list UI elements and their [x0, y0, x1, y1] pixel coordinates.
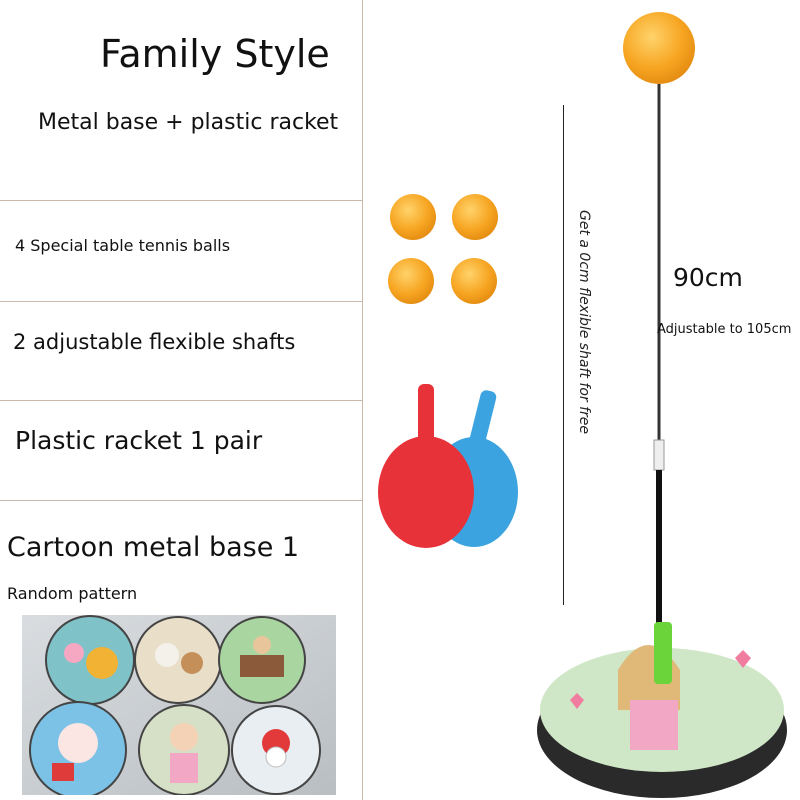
subtitle: Metal base + plastic racket — [38, 110, 339, 135]
divider — [0, 301, 362, 302]
page-title: Family Style — [100, 32, 330, 76]
adjustable-label: Adjustable to 105cm — [657, 322, 792, 337]
red-racket-icon — [378, 384, 474, 548]
length-label: 90cm — [673, 263, 743, 292]
flexible-shaft-icon — [653, 84, 665, 630]
pattern-winnie-icon — [45, 615, 135, 705]
top-ball-icon — [623, 12, 695, 84]
base-patterns-image — [22, 615, 336, 795]
pattern-animals-icon — [134, 616, 222, 704]
item-shafts: 2 adjustable flexible shafts — [13, 330, 296, 354]
item-base: Cartoon metal base 1 — [7, 532, 300, 563]
balls-image — [388, 194, 498, 304]
rackets-image — [378, 384, 518, 548]
pattern-girl-icon — [138, 704, 230, 795]
left-panel — [0, 0, 363, 800]
divider — [0, 400, 362, 401]
metal-base-icon — [537, 622, 787, 798]
divider — [0, 200, 362, 201]
pattern-santa-icon — [231, 705, 321, 795]
item-base-note: Random pattern — [7, 584, 138, 603]
ball-icon — [390, 194, 436, 240]
ball-icon — [388, 258, 434, 304]
pattern-pig-icon — [29, 701, 127, 795]
ball-icon — [451, 258, 497, 304]
item-rackets: Plastic racket 1 pair — [15, 426, 263, 455]
item-balls: 4 Special table tennis balls — [15, 236, 231, 255]
measure-rule — [563, 105, 564, 605]
divider — [0, 500, 362, 501]
ball-icon — [452, 194, 498, 240]
pattern-pirate-icon — [218, 616, 306, 704]
trainer-image — [537, 12, 787, 798]
